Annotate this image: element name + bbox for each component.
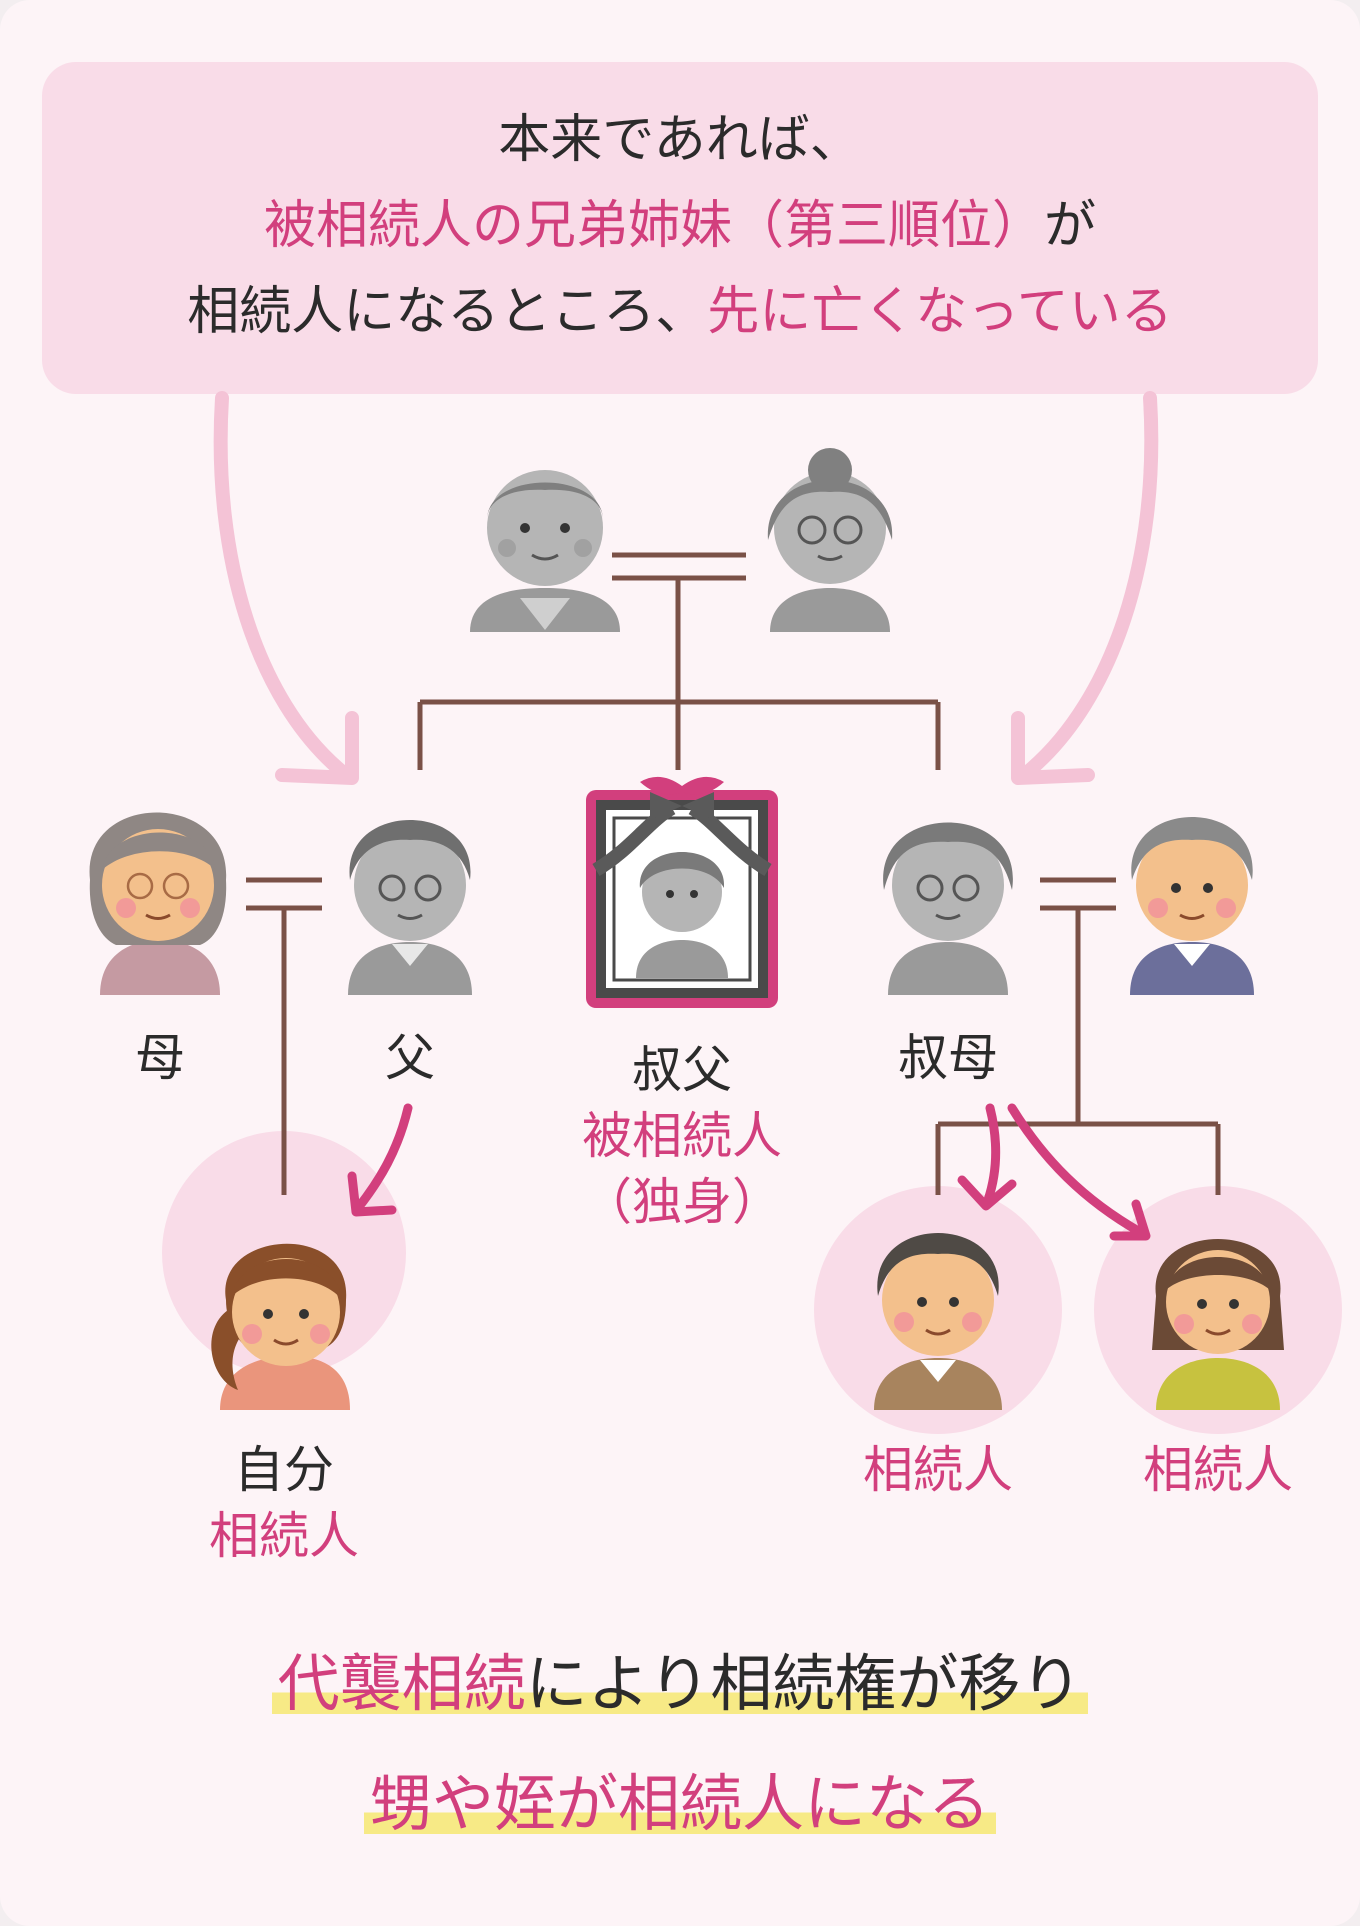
banner-line-2: 被相続人の兄弟姉妹（第三順位）が — [42, 194, 1318, 258]
cousin-girl-figure — [1152, 1239, 1284, 1410]
footer-line-2-emphasis: 甥や姪が相続人になる — [369, 1767, 990, 1840]
uncle-label: 叔父 — [632, 1041, 732, 1099]
banner-line-1: 本来であれば、 — [42, 108, 1318, 172]
father-label: 父 — [385, 1029, 435, 1087]
uncle-note-label: （独身） — [582, 1173, 782, 1231]
banner-line-3-emphasis: 先に亡くなっている — [707, 282, 1173, 342]
self-figure — [211, 1243, 350, 1410]
banner-line-3-head: 相続人になるところ、 — [187, 282, 708, 342]
aunt-husband-figure — [1130, 817, 1254, 995]
footer-line-1-emphasis: 代襲相続 — [277, 1647, 526, 1720]
footer-line-1: 代襲相続により相続権が移り — [0, 1646, 1360, 1722]
banner-arrow-right — [1011, 391, 1159, 785]
aunt-label: 叔母 — [898, 1029, 998, 1087]
explanation-banner: 本来であれば、 被相続人の兄弟姉妹（第三順位）が 相続人になるところ、先に亡くな… — [42, 62, 1318, 394]
grandfather-figure — [470, 470, 620, 632]
banner-arrow-left — [213, 391, 359, 785]
mother-label: 母 — [135, 1029, 185, 1087]
uncle-role-label: 被相続人 — [582, 1107, 782, 1165]
self-label: 自分 — [234, 1441, 334, 1499]
footer-line-1-tail: により相続権が移り — [525, 1647, 1083, 1720]
cousin-boy-role-label: 相続人 — [863, 1441, 1013, 1499]
banner-line-3: 相続人になるところ、先に亡くなっている — [42, 280, 1318, 344]
mother-figure — [89, 812, 227, 995]
banner-line-1-text: 本来であれば、 — [498, 110, 862, 170]
grandmother-figure — [767, 448, 893, 632]
father-figure — [348, 820, 472, 995]
aunt-figure — [883, 822, 1013, 995]
footer-line-2-highlight: 甥や姪が相続人になる — [363, 1767, 996, 1840]
memorial-portrait-frame — [586, 776, 778, 1008]
banner-line-2-emphasis: 被相続人の兄弟姉妹（第三順位） — [263, 196, 1044, 256]
cousin-boy-figure — [874, 1233, 1002, 1410]
footer-line-1-highlight: 代襲相続により相続権が移り — [271, 1647, 1089, 1720]
self-role-label: 相続人 — [209, 1507, 359, 1565]
succession-arrows — [347, 1103, 1151, 1241]
banner-line-2-tail: が — [1044, 196, 1097, 256]
tree-lines — [246, 552, 1221, 1195]
footer-line-2: 甥や姪が相続人になる — [0, 1766, 1360, 1842]
cousin-girl-role-label: 相続人 — [1143, 1441, 1293, 1499]
